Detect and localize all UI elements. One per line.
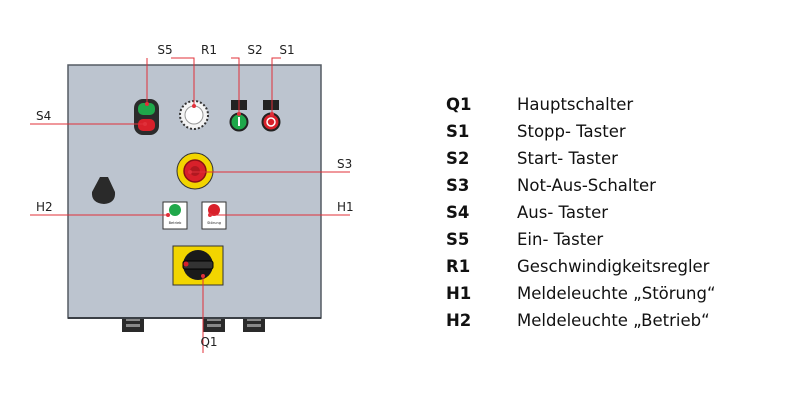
legend-code: H2 <box>446 311 472 330</box>
callout-h2: H2 <box>36 200 53 214</box>
speed-potentiometer-r1 <box>179 100 209 130</box>
legend-text: Ein- Taster <box>517 230 604 249</box>
legend-code: S1 <box>446 122 470 141</box>
legend-text: Hauptschalter <box>517 95 634 114</box>
legend-text: Not-Aus-Schalter <box>517 176 656 195</box>
legend-text: Meldeleuchte „Betrieb“ <box>517 311 710 330</box>
lamp-label-h2: Betrieb <box>169 221 182 225</box>
callout-h1: H1 <box>337 200 354 214</box>
lamp-label-h1: Störung <box>207 221 221 225</box>
callout-s3: S3 <box>337 157 352 171</box>
callout-s5: S5 <box>157 43 172 57</box>
legend-code: S4 <box>446 203 470 222</box>
callout-r1: R1 <box>201 43 217 57</box>
black-pendant-icon <box>91 177 116 204</box>
legend-code: Q1 <box>446 95 472 114</box>
legend-code: S5 <box>446 230 470 249</box>
emergency-stop-s3 <box>176 152 214 190</box>
legend-code: R1 <box>446 257 471 276</box>
legend-code: S3 <box>446 176 470 195</box>
main-switch-q1 <box>172 245 224 286</box>
legend-text: Stopp- Taster <box>517 122 626 141</box>
legend-text: Aus- Taster <box>517 203 608 222</box>
double-pushbutton-s4-s5 <box>134 99 159 135</box>
leader-lines <box>30 57 350 353</box>
legend-text: Start- Taster <box>517 149 618 168</box>
callout-s1: S1 <box>279 43 294 57</box>
callout-s4: S4 <box>36 109 51 123</box>
leader-endpoints <box>143 102 274 278</box>
legend-code: S2 <box>446 149 470 168</box>
callout-s2: S2 <box>247 43 262 57</box>
legend-text: Geschwindigkeitsregler <box>517 257 710 276</box>
callout-q1: Q1 <box>200 335 217 349</box>
legend-text: Meldeleuchte „Störung“ <box>517 284 716 303</box>
legend-code: H1 <box>446 284 472 303</box>
